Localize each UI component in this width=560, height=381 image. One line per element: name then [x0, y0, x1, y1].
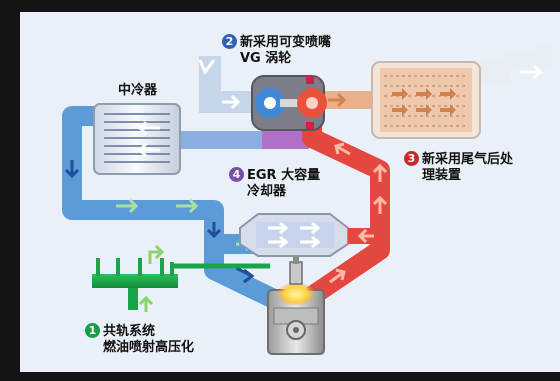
common-rail-label-line1: 共轨系统 [103, 324, 156, 339]
badge-2: 2 [222, 34, 237, 49]
badge-1: 1 [85, 323, 100, 338]
intake-arrow-down [198, 59, 216, 75]
turbo-label-line1: 新采用可变喷嘴 [240, 35, 332, 50]
engine-cylinder [267, 256, 325, 355]
cooled-air-arrows [64, 160, 255, 284]
intake-manifold-pipe [204, 244, 281, 310]
exhaust-flow-arrows [329, 142, 388, 284]
tailpipe-arrow [520, 64, 544, 80]
tailpipe-end [505, 45, 552, 67]
intake-arrow-right [222, 94, 241, 110]
egr-cooler-label-line2: 冷却器 [247, 184, 287, 199]
common-rail-system [92, 244, 270, 312]
aftertreatment-label-line1: 新采用尾气后处 [422, 152, 514, 167]
vg-turbocharger [251, 75, 347, 131]
turbo-label-line2: VG 涡轮 [240, 51, 292, 66]
fresh-air-intake-pipe [199, 56, 262, 113]
egr-cooler-unit [239, 213, 349, 257]
egr-cooler-label-line1: EGR 大容量 [247, 168, 321, 183]
aftertreatment-unit [371, 61, 481, 139]
common-rail-label-line2: 燃油喷射高压化 [103, 340, 195, 355]
intercooler-unit [93, 103, 181, 175]
aftertreatment-label-line2: 理装置 [422, 168, 462, 183]
intercooler-label: 中冷器 [118, 83, 158, 98]
badge-4: 4 [229, 167, 244, 182]
badge-3: 3 [404, 151, 419, 166]
